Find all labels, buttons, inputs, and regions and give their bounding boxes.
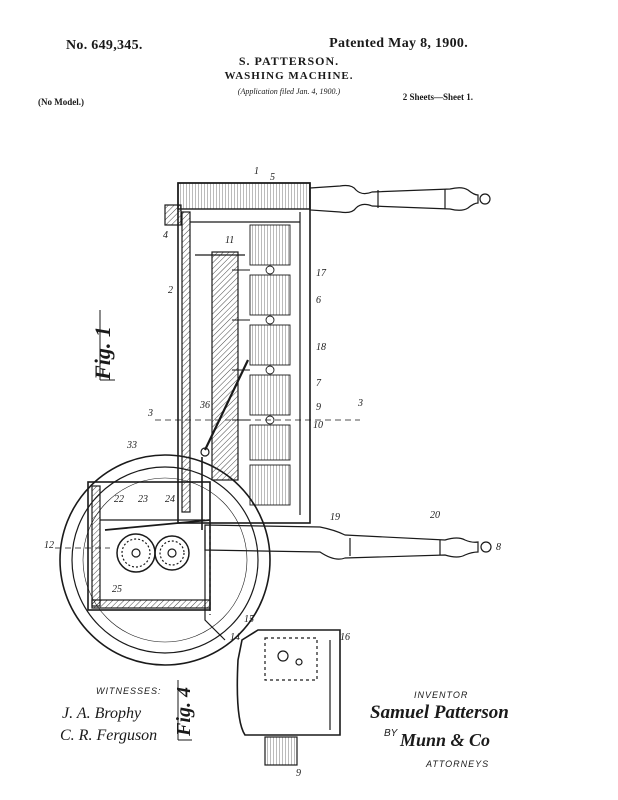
ref-19: 19 — [330, 512, 340, 523]
lever-arm — [200, 359, 249, 530]
ref-33: 33 — [127, 440, 137, 451]
witness-signature-1: J. A. Brophy — [62, 705, 142, 722]
inventor-label: INVENTOR — [414, 690, 469, 700]
witnesses-label: WITNESSES: — [96, 686, 162, 696]
patent-title: WASHING MACHINE. — [224, 70, 354, 82]
ref-18: 18 — [316, 342, 326, 353]
gear-train — [104, 519, 211, 573]
application-filed: (Application filed Jan. 4, 1900.) — [237, 87, 341, 96]
ref-20: 20 — [430, 510, 440, 521]
ref-23: 23 — [138, 494, 148, 505]
support-leg — [55, 530, 226, 641]
fig4-detail — [236, 629, 341, 766]
ref-6: 6 — [316, 295, 321, 306]
lower-handle — [204, 524, 492, 560]
patent-number: No. 649,345. — [66, 38, 143, 53]
ref-17: 17 — [316, 268, 326, 279]
ref-36: 36 — [200, 400, 210, 411]
ref-1: 1 — [254, 166, 259, 177]
ref-9-fig4: 9 — [296, 768, 301, 779]
large-wheel — [59, 454, 271, 666]
ref-24: 24 — [165, 494, 175, 505]
rubbing-slats — [232, 224, 291, 506]
by-label: BY — [384, 728, 398, 739]
inventor-name: S. PATTERSON. — [238, 54, 340, 68]
gear-housing — [87, 481, 211, 611]
fig-4-label: Fig. 4 — [172, 687, 195, 736]
fig-label-boxes — [99, 310, 192, 741]
ref-22: 22 — [114, 494, 124, 505]
ref-25: 25 — [112, 584, 122, 595]
ref-10: 10 — [313, 420, 323, 431]
ref-5: 5 — [270, 172, 275, 183]
ref-2: 2 — [168, 285, 173, 296]
sheet-count: 2 Sheets—Sheet 1. — [402, 92, 473, 102]
ref-4: 4 — [163, 230, 168, 241]
fig-1-label: Fig. 1 — [89, 326, 115, 380]
ref-11: 11 — [225, 235, 235, 246]
ref-8: 8 — [496, 542, 501, 553]
model-note: (No Model.) — [38, 97, 84, 107]
ref-3-top: 3 — [148, 408, 153, 419]
ref-15: 15 — [244, 614, 254, 625]
ref-14: 14 — [230, 632, 240, 643]
witness-signature-2: C. R. Ferguson — [60, 727, 158, 744]
ref-7: 7 — [316, 378, 321, 389]
inventor-signature: Samuel Patterson — [370, 702, 509, 723]
upper-handle — [309, 184, 491, 214]
ref-12: 12 — [44, 540, 54, 551]
ref-16: 16 — [340, 632, 350, 643]
ref-9: 9 — [316, 402, 321, 413]
patented-date: Patented May 8, 1900. — [329, 36, 468, 51]
ref-3-right: 3 — [358, 398, 363, 409]
attorney-signature: Munn & Co — [400, 730, 491, 750]
attorneys-label: ATTORNEYS — [426, 759, 490, 769]
